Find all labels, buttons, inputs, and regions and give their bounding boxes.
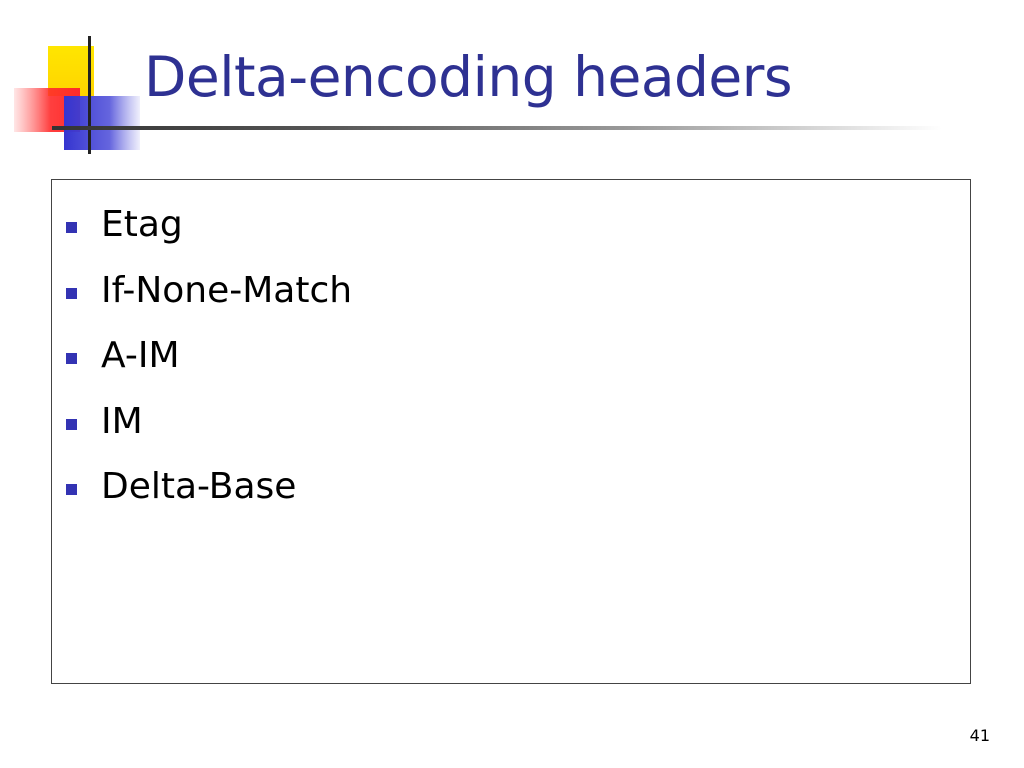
slide-logo-icon [14, 36, 144, 154]
square-bullet-icon [66, 418, 77, 430]
bullet-text: IM [101, 400, 143, 442]
bullet-item: A-IM [66, 323, 352, 389]
square-bullet-icon [66, 222, 77, 234]
bullet-text: If-None-Match [101, 269, 353, 311]
square-bullet-icon [66, 287, 77, 299]
bullet-item: Delta-Base [66, 454, 352, 520]
bullet-item: If-None-Match [66, 258, 352, 324]
title-underline [52, 126, 942, 130]
square-bullet-icon [66, 484, 77, 496]
page-number: 41 [969, 726, 990, 745]
content-box: Etag If-None-Match A-IM IM Delta-Base [51, 179, 971, 684]
bullet-item: Etag [66, 192, 352, 258]
bullet-list: Etag If-None-Match A-IM IM Delta-Base [66, 192, 352, 520]
bullet-item: IM [66, 389, 352, 455]
bullet-text: Etag [101, 204, 183, 246]
bullet-text: A-IM [101, 335, 180, 377]
slide-title: Delta-encoding headers [144, 45, 793, 109]
bullet-text: Delta-Base [101, 466, 297, 508]
square-bullet-icon [66, 353, 77, 365]
